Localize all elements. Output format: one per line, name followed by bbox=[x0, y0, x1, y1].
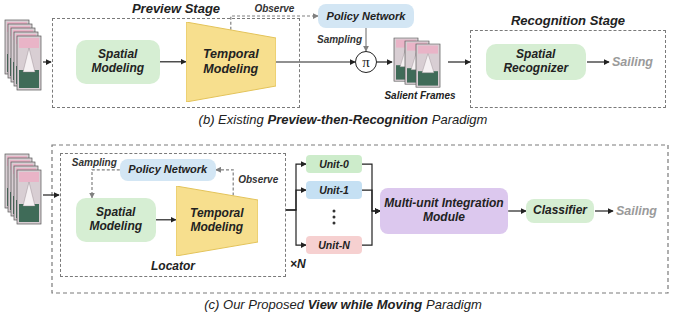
node-label: Policy Network bbox=[128, 163, 207, 176]
ellipsis-dots bbox=[333, 210, 336, 225]
input-frames bbox=[5, 154, 41, 224]
output-arrow bbox=[595, 210, 613, 211]
output-label: Sailing bbox=[612, 55, 653, 69]
connector-arrow bbox=[156, 219, 176, 220]
unit-box: Unit-N bbox=[306, 236, 362, 254]
connector-arrow bbox=[160, 61, 186, 62]
edge-label: Observe bbox=[254, 3, 294, 14]
process-box: Spatial Modeling bbox=[76, 198, 156, 242]
connector-arrow bbox=[362, 164, 380, 211]
node-label: Salient Frames bbox=[368, 90, 472, 102]
temporal-trapezoid: Temporal Modeling bbox=[176, 186, 258, 256]
connector-arrow bbox=[362, 211, 380, 245]
node-label: π bbox=[362, 55, 370, 70]
repeat-count: ×N bbox=[290, 258, 306, 272]
caption-text: Preview-then-Recognition bbox=[268, 113, 428, 128]
node-label: Spatial Modeling bbox=[80, 48, 156, 76]
node-label: Unit-1 bbox=[319, 184, 349, 196]
node-label: Temporal Modeling bbox=[194, 47, 268, 76]
unit-box: Unit-0 bbox=[306, 155, 362, 173]
salient-frames: Salient Frames bbox=[392, 36, 448, 88]
node-label: Spatial Modeling bbox=[80, 206, 152, 234]
node-label: Spatial Recognizer bbox=[490, 48, 582, 76]
integration-box: Multi-unit Integration Module bbox=[380, 188, 508, 234]
connector-arrow bbox=[92, 170, 120, 198]
connector-arrow bbox=[377, 61, 392, 62]
connector-arrow bbox=[365, 28, 366, 51]
connector-arrow bbox=[276, 61, 355, 62]
caption: (b) Existing Preview-then-Recognition Para… bbox=[0, 113, 686, 128]
caption: (c) Our Proposed View while Moving Paradig… bbox=[0, 298, 686, 313]
paradigm-frame bbox=[52, 145, 668, 293]
node-label: Policy Network bbox=[327, 10, 406, 23]
edge-label: Observe bbox=[238, 174, 278, 185]
connector-arrow bbox=[362, 190, 380, 211]
node-label: Recognition Stage bbox=[471, 14, 665, 29]
salient-frames-picture bbox=[394, 38, 440, 87]
temporal-trapezoid: Temporal Modeling bbox=[186, 22, 276, 102]
trapezoid-fill bbox=[176, 186, 258, 256]
input-arrow bbox=[43, 61, 51, 62]
caption-text: (c) Our Proposed bbox=[204, 298, 304, 313]
connector-arrow bbox=[216, 170, 233, 196]
input-arrow bbox=[43, 194, 59, 195]
policy-box: Policy Network bbox=[318, 4, 414, 28]
locator-frame: Policy NetworkSpatial Modeling Temporal M… bbox=[60, 153, 286, 277]
output-arrow bbox=[587, 61, 609, 62]
node-label: Classifier bbox=[533, 204, 587, 218]
caption-text: (b) Existing bbox=[199, 113, 264, 128]
unit-box: Unit-1 bbox=[306, 181, 362, 199]
process-box: Spatial Recognizer bbox=[486, 44, 586, 80]
connector-arrow bbox=[286, 190, 306, 210]
node-label: Temporal Modeling bbox=[184, 207, 250, 235]
policy-box: Policy Network bbox=[120, 159, 216, 181]
output-label: Sailing bbox=[616, 204, 657, 218]
caption-text: View while Moving bbox=[308, 298, 422, 313]
node-label: Locator bbox=[61, 260, 285, 274]
caption-text: Paradigm bbox=[426, 298, 482, 313]
caption-text: Paradigm bbox=[432, 113, 488, 128]
node-label: Unit-0 bbox=[319, 158, 349, 170]
input-frames bbox=[5, 20, 41, 90]
connector-arrow bbox=[508, 210, 526, 211]
stage-frame: Spatial ModelingTemporal ModelingPreview… bbox=[52, 18, 300, 108]
connector-arrow bbox=[286, 164, 306, 210]
trapezoid-fill bbox=[186, 22, 276, 102]
node-label: Multi-unit Integration Module bbox=[384, 197, 504, 225]
connector-arrow bbox=[448, 61, 470, 62]
process-box: Spatial Modeling bbox=[76, 40, 160, 84]
edge-label: Sampling bbox=[317, 34, 362, 45]
connector-arrow bbox=[286, 210, 306, 245]
sampling-circle: π bbox=[355, 51, 377, 73]
node-label: Unit-N bbox=[318, 239, 350, 251]
classifier-box: Classifier bbox=[526, 199, 594, 223]
edge-label: Sampling bbox=[72, 157, 117, 168]
